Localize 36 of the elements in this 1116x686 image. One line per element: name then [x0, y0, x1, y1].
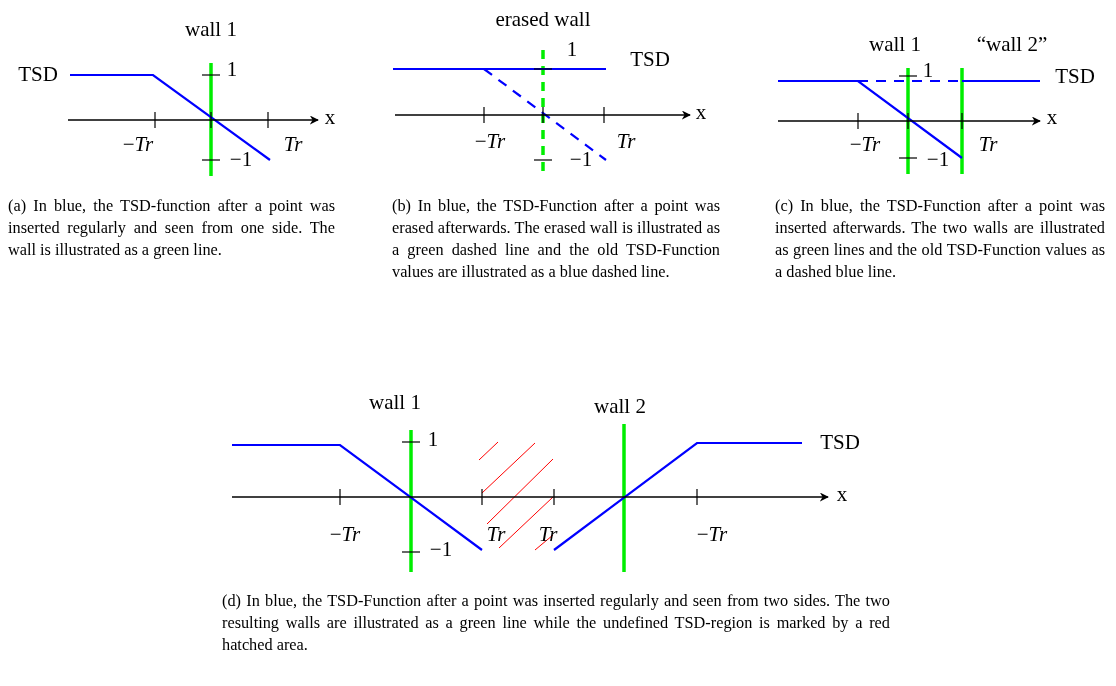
plot-label: TSD: [630, 48, 670, 72]
plot-label: x: [695, 101, 707, 125]
plot-label: 1: [922, 59, 934, 83]
plot-label: Tr: [616, 130, 636, 154]
plot-label: wall 1: [369, 391, 421, 415]
plot-label: Tr: [486, 523, 506, 547]
plot-label: Tr: [283, 133, 303, 157]
plot-label: −Tr: [122, 133, 154, 157]
plot-label: wall 2: [594, 395, 646, 419]
plot-label: −1: [229, 148, 253, 172]
plot-label: −Tr: [474, 130, 506, 154]
plot-label: TSD: [18, 63, 58, 87]
plot-label: “wall 2”: [976, 33, 1048, 57]
plot-label: x: [1046, 106, 1058, 130]
plot-label: TSD: [820, 431, 860, 455]
subfigure-caption: (a) In blue, the TSD-function after a point was inserted regularly and seen from one side. The wall is illustrated as a green line.: [8, 195, 335, 261]
subfigure-caption: (d) In blue, the TSD-Function after a point was inserted regularly and seen from two sides. The two resulting walls are illustrated as a green line while the undefined TSD-region is marked by a red hatched area.: [222, 590, 890, 656]
plot-label: −1: [429, 538, 453, 562]
plot-label: −Tr: [696, 523, 728, 547]
plot-label: TSD: [1055, 65, 1095, 89]
plot-label: wall 1: [869, 33, 921, 57]
plot-label: wall 1: [185, 18, 237, 42]
subfigure-caption: (b) In blue, the TSD-Function after a point was erased afterwards. The erased wall is illustrated as a green dashed line and the old TSD-Function values are illustrated as a blue dashed line.: [392, 195, 720, 283]
plot-label: x: [324, 106, 336, 130]
plot-label: −1: [926, 148, 950, 172]
plot-label: Tr: [978, 133, 998, 157]
plot-label: −1: [569, 148, 593, 172]
subfigure-caption: (c) In blue, the TSD-Function after a point was inserted afterwards. The two walls are illustrated as green lines and the old TSD-Function values as a dashed blue line.: [775, 195, 1105, 283]
plot-label: 1: [226, 58, 238, 82]
plot-label: Tr: [538, 523, 558, 547]
plot-label: erased wall: [495, 8, 591, 32]
plot-label: −Tr: [329, 523, 361, 547]
plot-label: −Tr: [849, 133, 881, 157]
plot-label: x: [836, 483, 848, 507]
plot-label: 1: [566, 38, 578, 62]
plot-label: 1: [427, 428, 439, 452]
